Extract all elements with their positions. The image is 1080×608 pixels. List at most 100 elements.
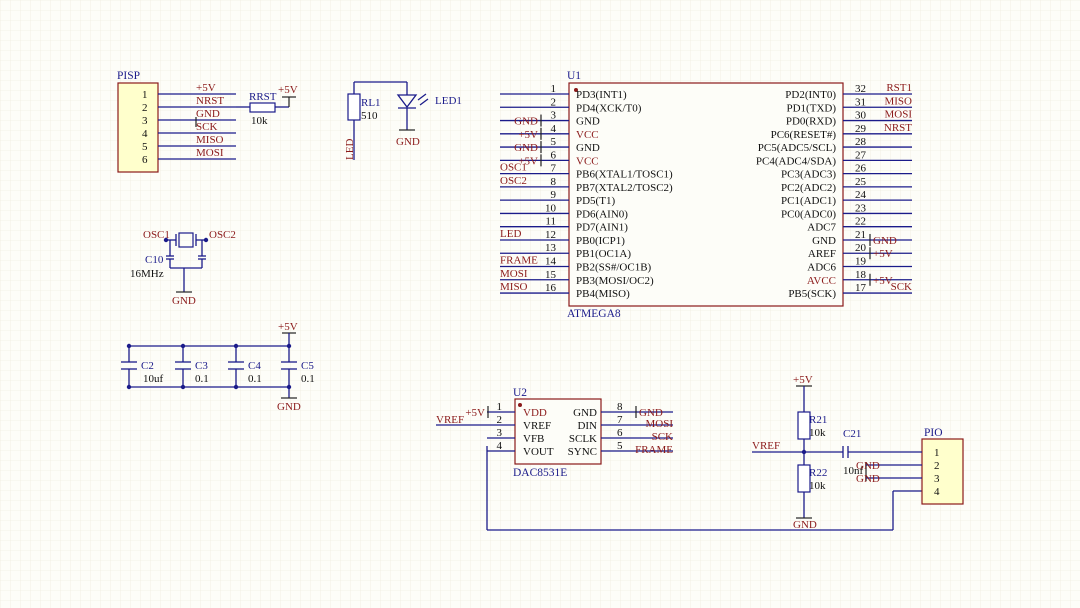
- u1-pin-name: PD4(XCK/T0): [576, 102, 642, 114]
- u1-body: [568, 82, 844, 307]
- u2-pin-name: DIN: [577, 420, 597, 432]
- u1-net-label: NRST: [884, 122, 912, 134]
- u2-vref-label: VREF: [436, 414, 464, 426]
- rrst-value-label: 10k: [251, 115, 268, 127]
- pio-body: [921, 438, 964, 505]
- u1-pin-number: 31: [855, 96, 866, 108]
- rl1-value-label: 510: [361, 110, 378, 122]
- pisp-pin-number: 1: [142, 89, 148, 101]
- u2-pin-number: 1: [497, 401, 503, 413]
- u1-pin-name: PB5(SCK): [788, 288, 836, 300]
- u1-pin-number: 21: [855, 229, 866, 241]
- c21-ref-label: C21: [843, 428, 861, 440]
- u1-pin-name: PB0(ICP1): [576, 235, 625, 247]
- u1-net-label: MOSI: [500, 268, 528, 280]
- u2-net-label: SCK: [652, 431, 673, 443]
- u1-net-label: +5V: [518, 129, 538, 141]
- u2-part-label: DAC8531E: [513, 467, 567, 479]
- pisp-net-label: NRST: [196, 95, 224, 107]
- u1-pin-name: PD7(AIN1): [576, 222, 628, 234]
- u2-pin-name: VFB: [523, 433, 544, 445]
- led-section[interactable]: RL1 510 LED LED1 GND: [344, 81, 462, 160]
- u1-pin-name: PB4(MISO): [576, 288, 630, 300]
- u2-pin-number: 8: [617, 401, 623, 413]
- u1-pin-name: PC0(ADC0): [781, 208, 836, 220]
- u1-pin-name: ADC6: [807, 262, 836, 274]
- pio-pin-number: 1: [934, 447, 940, 459]
- u1-ref-label: U1: [567, 70, 581, 82]
- u1-pin-name: VCC: [576, 155, 599, 167]
- pio-pin-number: 3: [934, 473, 940, 485]
- u1-pin-name: PC5(ADC5/SCL): [758, 142, 837, 154]
- pio-gnd2-label: GND: [856, 473, 880, 485]
- u2-net-label: GND: [639, 407, 663, 419]
- u2-pin-number: 3: [497, 427, 503, 439]
- crystal-oscillator[interactable]: OSC1 OSC2 C10 16MHz GND: [130, 229, 236, 307]
- u1-pin-name: GND: [576, 116, 600, 128]
- u1-net-label: OSC1: [500, 162, 527, 174]
- u2-ref-label: U2: [513, 387, 527, 399]
- c21-value-label: 10nf: [843, 465, 864, 477]
- capacitor-ref-label: C4: [248, 360, 261, 372]
- u1-pin-number: 1: [551, 83, 557, 95]
- u2-pin-name: VDD: [523, 407, 547, 419]
- u1-pin-number: 3: [551, 110, 557, 122]
- u1-pin-name: PD3(INT1): [576, 89, 627, 101]
- u1-pin-name: PC1(ADC1): [781, 195, 836, 207]
- u1-pin-number: 2: [551, 96, 557, 108]
- pisp-pin-number: 3: [142, 115, 148, 127]
- u2-pin-name: GND: [573, 407, 597, 419]
- u2-pin-number: 5: [617, 440, 623, 452]
- junction-dot: [286, 384, 292, 390]
- u1-pin1-dot: [574, 88, 578, 92]
- vref-divider[interactable]: +5V R21 10k R22 10k GND VREF C21 10nf: [752, 374, 866, 531]
- u2-power-label: +5V: [465, 407, 485, 419]
- rrst-ref-label: RRST: [249, 91, 277, 103]
- u2-pin-number: 6: [617, 427, 623, 439]
- u1-pin-name: AREF: [808, 248, 836, 260]
- rrst-power-label: +5V: [278, 84, 298, 96]
- junction-dot: [233, 384, 239, 390]
- u1-pin-number: 20: [855, 242, 867, 254]
- led-net-label: LED: [344, 139, 356, 160]
- u1-pin-number: 28: [855, 136, 867, 148]
- u2-pin-number: 2: [497, 414, 503, 426]
- u1-pin-number: 9: [551, 189, 557, 201]
- u1-pin-number: 32: [855, 83, 866, 95]
- u1-net-label: RST1: [886, 82, 912, 94]
- u1-pin-number: 22: [855, 216, 866, 228]
- u1-pin-number: 13: [545, 242, 557, 254]
- u2-pin-number: 7: [617, 414, 623, 426]
- pisp-pin-number: 4: [142, 128, 148, 140]
- capacitor-ref-label: C2: [141, 360, 154, 372]
- r21-ref-label: R21: [809, 414, 827, 426]
- u1-net-label: MOSI: [884, 109, 912, 121]
- pisp-ref-label: PISP: [117, 70, 140, 82]
- junction-dot: [180, 343, 186, 349]
- u2-body: [514, 398, 602, 465]
- caps-gnd-label: GND: [277, 401, 301, 413]
- pio-gnd1-label: GND: [856, 460, 880, 472]
- u1-pin-name: PD5(T1): [576, 195, 615, 207]
- r21-value-label: 10k: [809, 427, 826, 439]
- junction-dot: [286, 343, 292, 349]
- u1-pin-number: 19: [855, 256, 867, 268]
- u1-pin-name: AVCC: [807, 275, 836, 287]
- u2-pin-name: SYNC: [568, 446, 597, 458]
- u2-pin-number: 4: [497, 440, 503, 452]
- led-gnd-label: GND: [396, 136, 420, 148]
- u1-net-label: OSC2: [500, 175, 527, 187]
- pio-pin-number: 4: [934, 486, 940, 498]
